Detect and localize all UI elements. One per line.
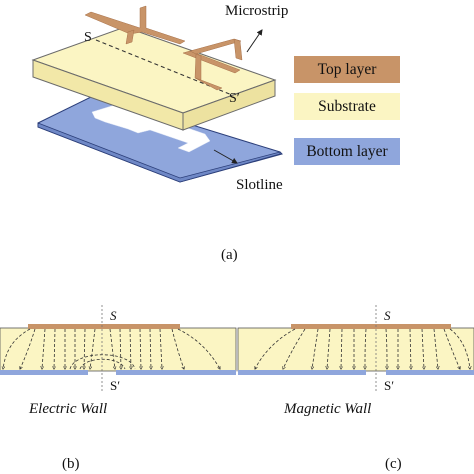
s-prime-label-a: S′ — [229, 91, 240, 106]
ground-right-c — [386, 370, 474, 375]
panel-a-3d-structure — [31, 5, 283, 183]
s-prime-label-c: S′ — [384, 378, 394, 393]
legend-bottom-layer: Bottom layer — [294, 138, 400, 165]
slotline-label: Slotline — [236, 177, 283, 193]
magnetic-wall-label: Magnetic Wall — [283, 401, 371, 417]
legend-substrate-label: Substrate — [318, 97, 376, 115]
legend-bottom-layer-label: Bottom layer — [306, 142, 388, 160]
s-label-b: S — [110, 308, 117, 323]
legend-top-layer-label: Top layer — [317, 60, 377, 78]
ground-left — [0, 370, 88, 375]
substrate-cross-section — [0, 327, 237, 372]
slotline-callout-arrow — [213, 149, 238, 164]
magnetic-field-lines — [255, 328, 470, 369]
electric-wall-label: Electric Wall — [28, 401, 107, 417]
s-label-a: S — [84, 30, 92, 45]
ground-left-c — [238, 370, 366, 375]
caption-a: (a) — [221, 247, 238, 263]
microstrip-label: Microstrip — [225, 3, 288, 19]
top-strip-c — [291, 324, 451, 329]
s-label-c: S — [384, 308, 391, 323]
substrate-cross-section-c — [237, 327, 474, 372]
ground-right — [116, 370, 236, 375]
s-prime-label-b: S′ — [110, 378, 120, 393]
legend-substrate: Substrate — [294, 93, 400, 120]
top-strip — [28, 324, 180, 329]
electric-field-lines — [3, 328, 220, 369]
panel-c-cross-section — [237, 305, 474, 392]
caption-b: (b) — [62, 456, 80, 472]
caption-c: (c) — [385, 456, 402, 472]
legend-top-layer: Top layer — [294, 56, 400, 83]
microstrip-top-layer — [84, 5, 243, 91]
substrate-slab — [31, 26, 277, 131]
panel-b-cross-section — [0, 305, 237, 392]
microstrip-callout-arrow — [246, 29, 263, 53]
